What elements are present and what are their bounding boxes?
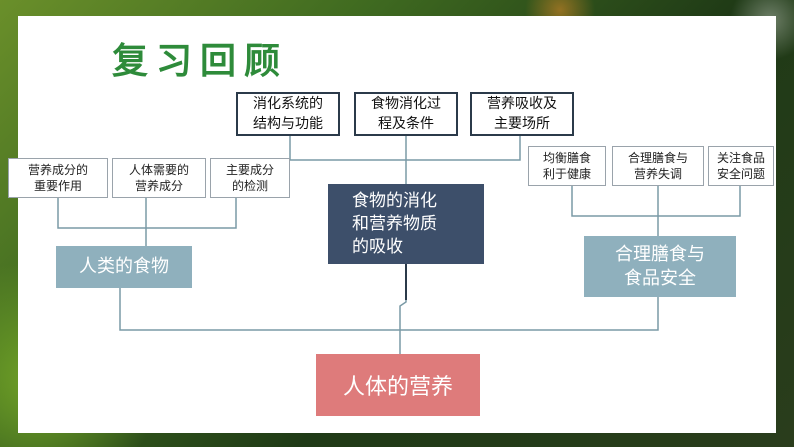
left-child-box-2: 人体需要的 营养成分 bbox=[112, 158, 206, 198]
page-title: 复习回顾 bbox=[112, 41, 289, 82]
right-child-label-2: 合理膳食与 营养失调 bbox=[627, 151, 688, 181]
left-child-label-1: 营养成分的 重要作用 bbox=[27, 163, 88, 193]
right-child-box-1: 均衡膳食 利于健康 bbox=[528, 146, 606, 186]
center-child-box-1: 消化系统的 结构与功能 bbox=[236, 92, 340, 136]
center-child-label-2: 食物消化过 程及条件 bbox=[371, 96, 441, 132]
center-child-box-2: 食物消化过 程及条件 bbox=[354, 92, 458, 136]
center-child-label-3: 营养吸收及 主要场所 bbox=[487, 96, 557, 132]
connector-center-children bbox=[289, 134, 521, 161]
connector-right-children bbox=[571, 186, 741, 217]
left-child-label-3: 主要成分 的检测 bbox=[225, 163, 274, 193]
right-child-label-3: 关注食品 安全问题 bbox=[716, 151, 765, 181]
left-category-box: 人类的食物 bbox=[56, 246, 192, 288]
left-child-box-1: 营养成分的 重要作用 bbox=[8, 158, 108, 198]
left-category-label: 人类的食物 bbox=[79, 256, 169, 277]
center-child-box-3: 营养吸收及 主要场所 bbox=[470, 92, 574, 136]
connector-left-children bbox=[57, 196, 237, 229]
root-label: 人体的营养 bbox=[342, 375, 453, 400]
right-category-label: 合理膳食与 食品安全 bbox=[615, 243, 705, 289]
center-category-label: 食物的消化 和营养物质 的吸收 bbox=[352, 190, 437, 257]
connector-main bbox=[119, 288, 659, 331]
left-child-box-3: 主要成分 的检测 bbox=[210, 158, 290, 198]
right-category-box: 合理膳食与 食品安全 bbox=[584, 236, 736, 297]
right-child-box-2: 合理膳食与 营养失调 bbox=[612, 146, 704, 186]
center-child-label-1: 消化系统的 结构与功能 bbox=[253, 96, 323, 132]
root-box: 人体的营养 bbox=[316, 354, 480, 416]
right-child-label-1: 均衡膳食 利于健康 bbox=[542, 151, 591, 181]
right-child-box-3: 关注食品 安全问题 bbox=[708, 146, 774, 186]
center-category-box: 食物的消化 和营养物质 的吸收 bbox=[328, 184, 484, 264]
left-child-label-2: 人体需要的 营养成分 bbox=[128, 163, 189, 193]
